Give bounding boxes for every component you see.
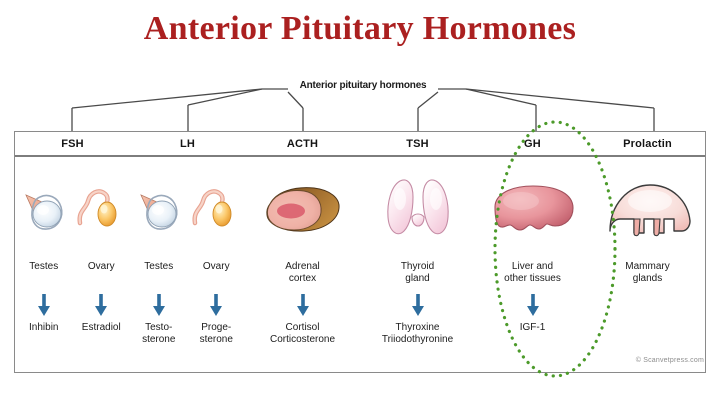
hormone-header-row: FSH LH ACTH TSH GH Prolactin <box>15 132 705 157</box>
liver-illustration <box>493 185 574 231</box>
arrow-cell <box>15 294 73 318</box>
watermark: © Scanvetpress.com <box>635 357 704 364</box>
arrow-cell <box>245 294 360 318</box>
header-cell-acth: ACTH <box>286 137 319 150</box>
down-arrow-icon <box>95 294 108 316</box>
header-cell-fsh: FSH <box>61 137 84 150</box>
arrow-cell <box>188 294 246 318</box>
header-cell-tsh: TSH <box>406 137 429 150</box>
product-labels-lh: Testo-sterone Proge-sterone <box>130 322 245 345</box>
down-arrow-icon <box>37 294 50 316</box>
organ-art-gh <box>475 165 590 257</box>
column-lh: Testes Ovary Testo <box>130 157 245 372</box>
testis-illustration <box>24 194 63 230</box>
header-cell-lh: LH <box>179 137 196 150</box>
hormone-table: FSH LH ACTH TSH GH Prolactin <box>14 131 706 373</box>
product-label: Inhibin <box>29 322 59 333</box>
product-labels-fsh: Inhibin Estradiol <box>15 322 130 334</box>
arrows-gh <box>475 294 590 318</box>
product-labels-gh: IGF-1 <box>475 322 590 334</box>
testis-illustration <box>139 194 178 230</box>
ovary-illustration <box>76 189 116 227</box>
header-cell-prolactin: Prolactin <box>623 137 672 150</box>
page-title: Anterior Pituitary Hormones <box>143 10 577 47</box>
target-labels-fsh: Testes Ovary <box>15 261 130 273</box>
organ-art-tsh <box>360 165 475 257</box>
product-label: Testo-sterone <box>142 322 176 345</box>
target-label: Testes <box>144 261 174 272</box>
organ-art-fsh <box>15 165 130 257</box>
product-label: Proge-sterone <box>199 322 233 345</box>
root-label: Anterior pituitary hormones <box>299 80 427 91</box>
arrows-tsh <box>360 294 475 318</box>
hormone-body-row: Testes Ovary Inhib <box>15 157 705 372</box>
arrow-cell <box>475 294 590 318</box>
target-labels-lh: Testes Ovary <box>130 261 245 273</box>
ovary-illustration <box>191 189 231 227</box>
organ-art-lh <box>130 165 245 257</box>
adrenal-gland-illustration <box>265 187 340 232</box>
down-arrow-icon <box>210 294 223 316</box>
arrows-acth <box>245 294 360 318</box>
organ-art-prolactin <box>590 165 705 257</box>
product-label: Estradiol <box>81 322 121 333</box>
down-arrow-icon <box>526 294 539 316</box>
down-arrow-icon <box>152 294 165 316</box>
target-label: Testes <box>29 261 59 272</box>
target-label: Ovary <box>87 261 115 272</box>
down-arrow-icon <box>411 294 424 316</box>
arrow-cell <box>360 294 475 318</box>
thyroid-gland-illustration <box>386 179 449 235</box>
arrows-lh <box>130 294 245 318</box>
arrow-cell <box>130 294 188 318</box>
arrows-fsh <box>15 294 130 318</box>
mammary-gland-illustration <box>608 184 691 237</box>
down-arrow-icon <box>296 294 309 316</box>
arrow-cell <box>73 294 131 318</box>
header-cell-gh: GH <box>524 137 541 150</box>
connector-lines <box>0 75 720 135</box>
organ-art-acth <box>245 165 360 257</box>
column-fsh: Testes Ovary Inhib <box>15 157 130 372</box>
target-label: Ovary <box>202 261 230 272</box>
product-label: IGF-1 <box>519 322 546 333</box>
